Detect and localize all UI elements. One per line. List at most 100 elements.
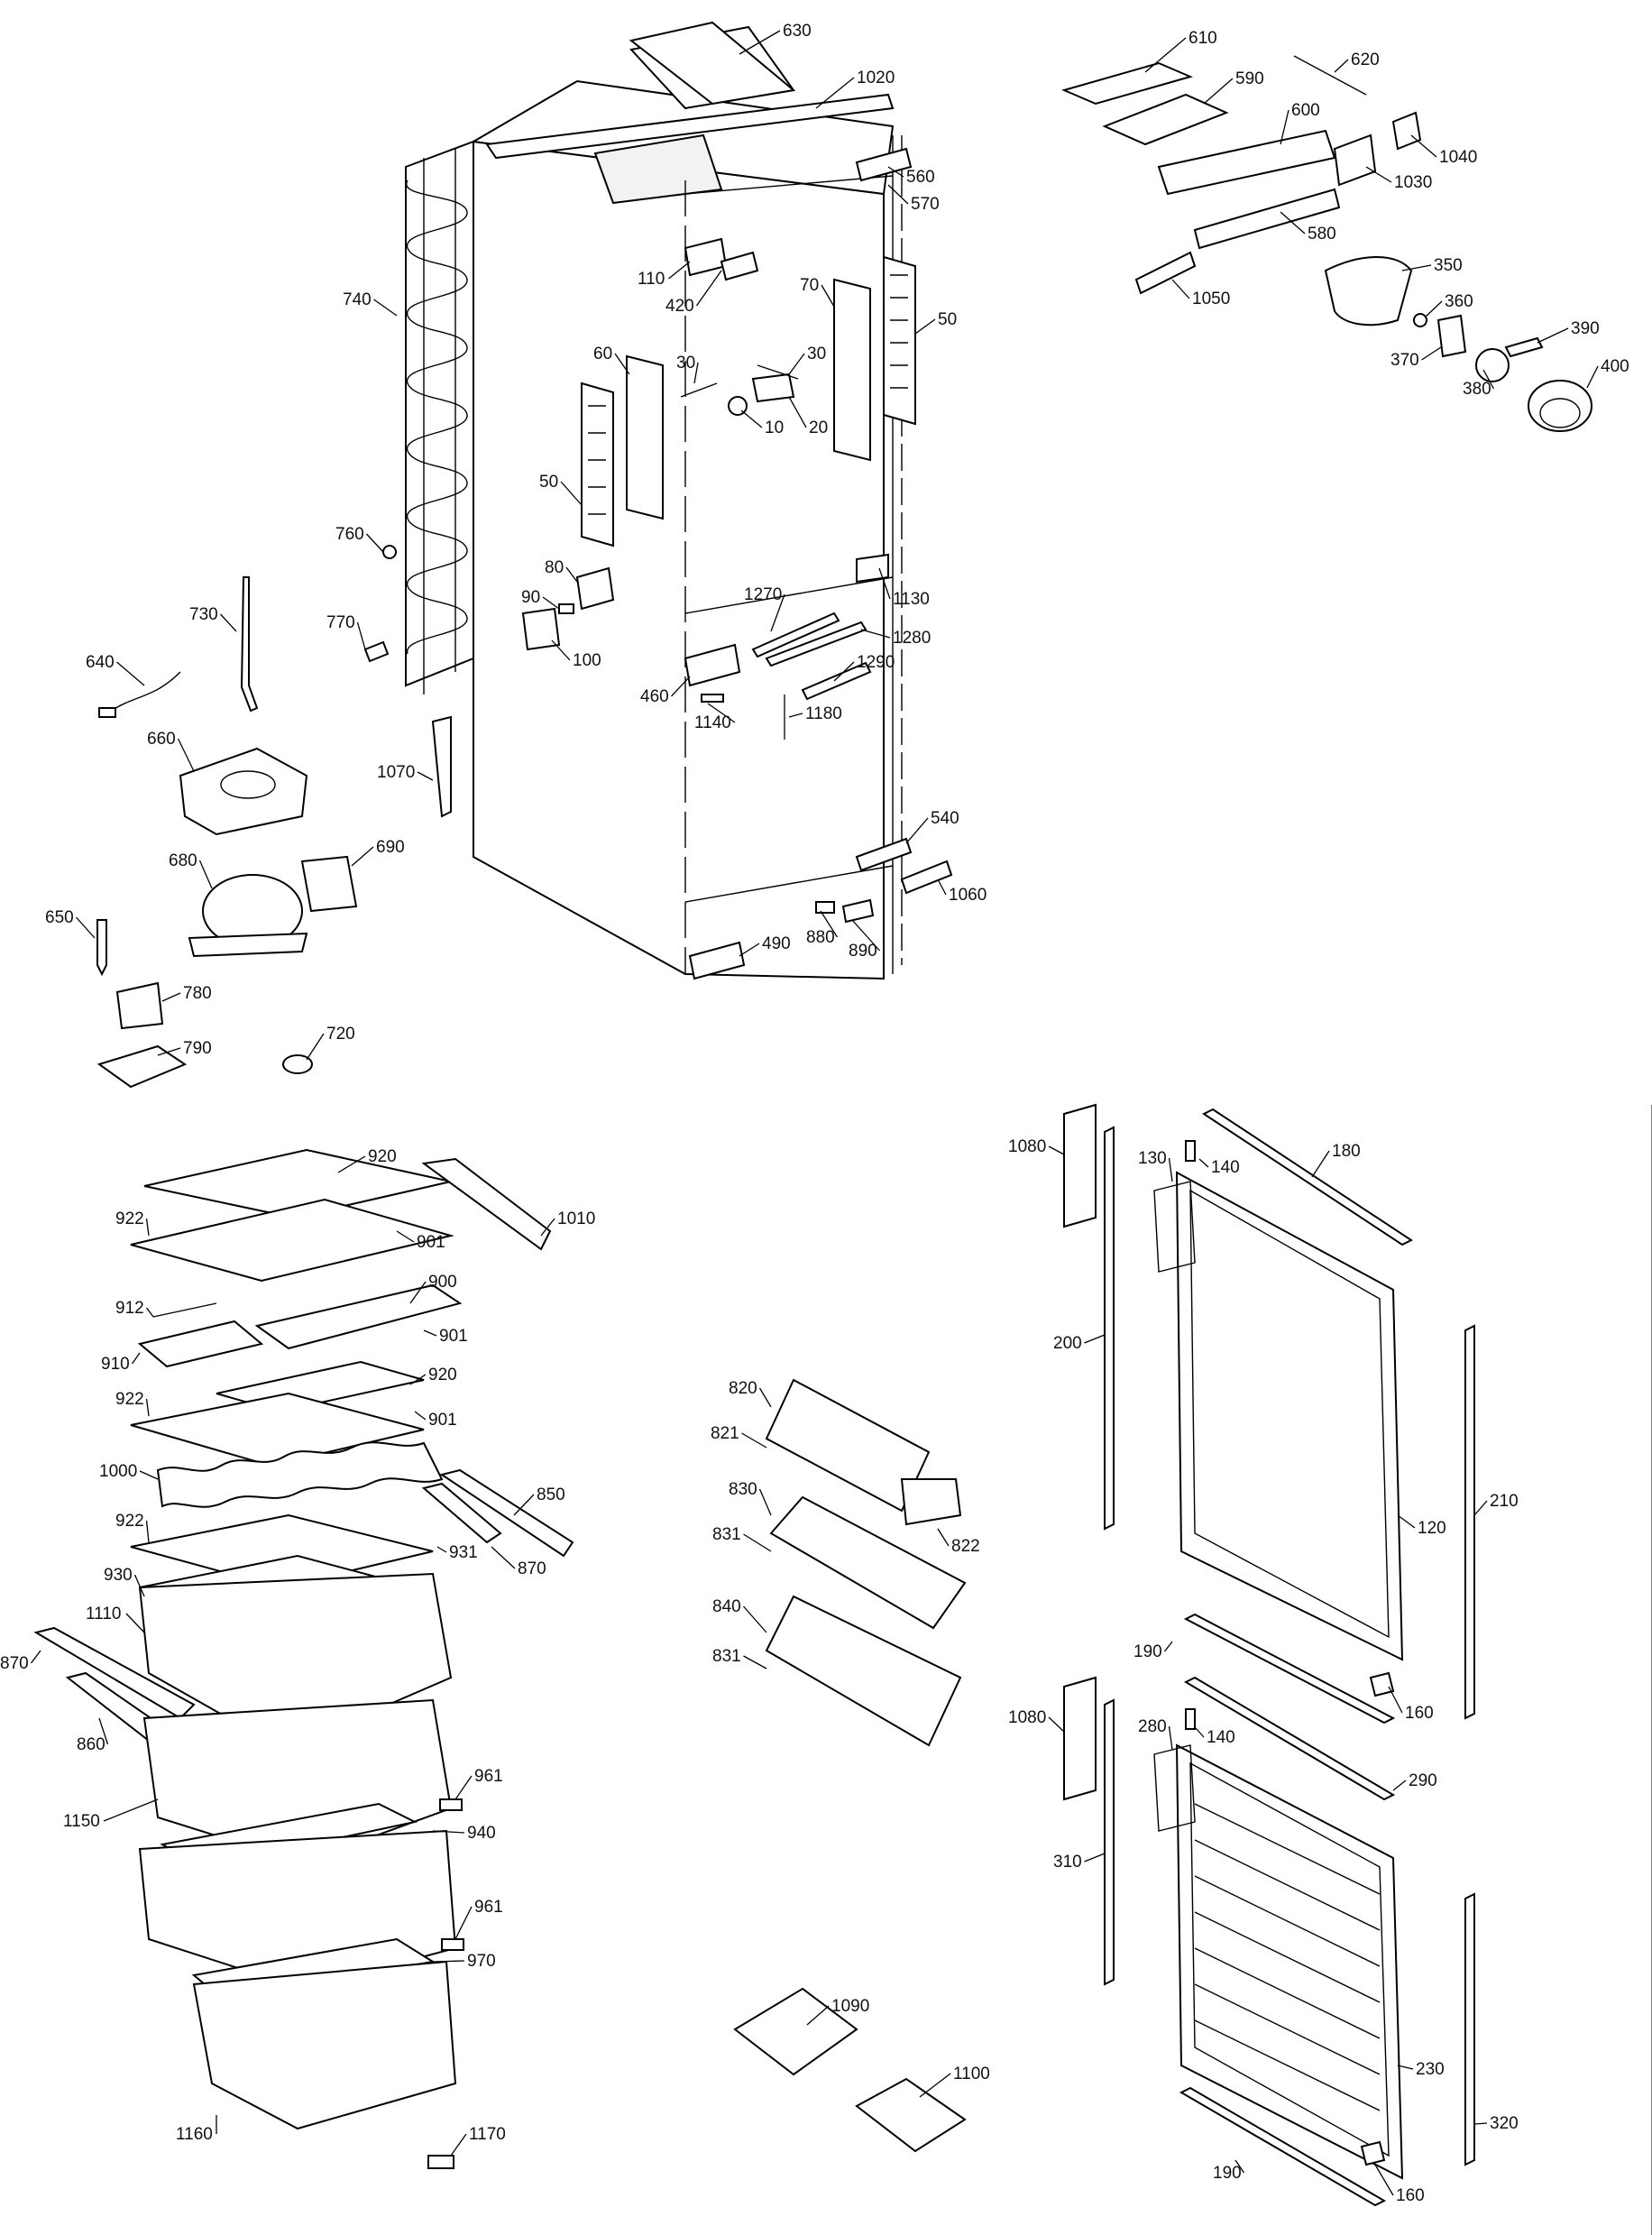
callout-leader-870-74 <box>30 1650 41 1664</box>
callout-leader-760-30 <box>366 533 384 553</box>
callout-label-1130-18: 1130 <box>893 590 930 609</box>
callout-label-920-56: 920 <box>368 1147 397 1166</box>
callout-leader-110-4 <box>668 261 691 280</box>
rail-1010 <box>421 1157 552 1251</box>
callout-leader-910-63 <box>131 1352 141 1365</box>
callout-label-961-79: 961 <box>474 1898 503 1917</box>
rail-1050 <box>1134 251 1197 295</box>
callout-leader-570-3 <box>887 184 909 205</box>
sensor-90 <box>558 603 574 614</box>
callout-label-160-100: 160 <box>1405 1704 1434 1723</box>
callout-leader-1290-20 <box>833 661 855 682</box>
fan-blade-380 <box>1475 348 1510 382</box>
callout-label-850-68: 850 <box>537 1485 565 1504</box>
callout-label-90-15: 90 <box>521 588 540 607</box>
callout-label-901-58: 901 <box>417 1233 445 1252</box>
callout-leader-1020-1 <box>815 77 855 109</box>
callout-leader-390-54 <box>1537 327 1569 344</box>
clip-1040 <box>1391 111 1422 151</box>
cover-1060 <box>900 860 953 895</box>
callout-leader-922-64 <box>145 1398 150 1417</box>
callout-leader-850-68 <box>513 1494 535 1516</box>
callout-leader-931-70 <box>436 1546 447 1553</box>
relay-690 <box>300 855 358 913</box>
callout-label-70-6: 70 <box>800 276 819 295</box>
callout-leader-380-53 <box>1482 369 1495 390</box>
callout-label-821-84: 821 <box>711 1424 739 1443</box>
callout-label-400-55: 400 <box>1601 357 1629 376</box>
callout-leader-961-79 <box>454 1906 473 1940</box>
door-bin-840 <box>765 1595 962 1747</box>
callout-leader-160-109 <box>1374 2164 1394 2196</box>
callout-leader-831-87 <box>743 1533 772 1552</box>
callout-label-840-88: 840 <box>712 1597 741 1616</box>
callout-label-290-104: 290 <box>1409 1771 1437 1790</box>
callout-leader-870-71 <box>491 1546 516 1569</box>
divider-light-1130 <box>856 553 889 584</box>
callout-leader-900-61 <box>409 1281 427 1304</box>
callout-label-100-16: 100 <box>573 651 601 670</box>
bottom-rail-190-upper <box>1183 1613 1396 1725</box>
callout-leader-890-28 <box>851 919 880 952</box>
light-panel-50-right <box>883 255 916 426</box>
sleeve-770 <box>363 640 390 663</box>
callout-leader-940-78 <box>432 1830 465 1834</box>
top-rail-1020 <box>485 93 895 160</box>
callout-leader-620-43 <box>1334 59 1349 73</box>
callout-leader-230-106 <box>1397 2065 1414 2070</box>
callout-label-690-37: 690 <box>376 838 405 857</box>
pcb-590 <box>1102 93 1229 146</box>
callout-label-822-85: 822 <box>951 1537 980 1556</box>
trim-912 <box>152 1302 217 1318</box>
part-890 <box>841 898 875 924</box>
callout-label-1270-17: 1270 <box>744 585 782 604</box>
callout-leader-880-27 <box>820 910 839 938</box>
door-strip-200 <box>1104 1126 1115 1531</box>
callout-label-650-38: 650 <box>45 908 74 927</box>
callout-label-10-11: 10 <box>765 418 784 437</box>
callout-leader-180-95 <box>1311 1150 1330 1178</box>
callout-label-60-8: 60 <box>593 345 612 363</box>
callout-label-610-42: 610 <box>1189 29 1217 48</box>
callout-label-1000-67: 1000 <box>99 1462 137 1481</box>
callout-leader-831-89 <box>743 1655 767 1669</box>
callout-label-760-30: 760 <box>335 525 364 544</box>
callout-label-870-74: 870 <box>0 1654 29 1673</box>
callout-label-940-78: 940 <box>467 1824 496 1843</box>
callout-leader-30-10 <box>788 353 805 375</box>
callout-leader-100-16 <box>551 639 571 661</box>
callout-label-931-70: 931 <box>449 1543 478 1562</box>
callout-label-730-33: 730 <box>189 605 218 624</box>
callout-label-1070-32: 1070 <box>377 763 415 782</box>
callout-label-880-27: 880 <box>806 928 835 947</box>
callout-leader-922-69 <box>145 1520 150 1543</box>
callout-leader-200-96 <box>1084 1334 1106 1344</box>
part-880 <box>815 901 835 914</box>
pad-961-b <box>441 1938 464 1951</box>
air-duct-350 <box>1324 256 1413 327</box>
nut-360 <box>1413 313 1427 327</box>
callout-label-280-102: 280 <box>1138 1717 1167 1736</box>
callout-leader-400-55 <box>1586 365 1599 389</box>
capacitor-650 <box>96 919 107 977</box>
callout-leader-920-56 <box>337 1155 366 1173</box>
callout-label-770-31: 770 <box>326 613 355 632</box>
callout-label-1090-90: 1090 <box>831 1997 869 2016</box>
tube-730 <box>240 576 259 713</box>
rail-870-left <box>33 1626 196 1720</box>
callout-label-1080-101: 1080 <box>1008 1708 1046 1727</box>
callout-leader-740-29 <box>373 299 398 317</box>
rail-1280 <box>765 621 867 667</box>
condenser-coil <box>405 140 474 694</box>
callout-leader-50-13 <box>560 481 583 506</box>
callout-label-930-72: 930 <box>104 1566 133 1585</box>
cabinet-body <box>470 25 903 980</box>
callout-label-820-83: 820 <box>729 1379 757 1398</box>
callout-label-390-54: 390 <box>1571 319 1600 338</box>
cover-610 <box>1061 61 1193 106</box>
callout-leader-120-97 <box>1397 1514 1416 1529</box>
callout-leader-822-85 <box>937 1528 950 1547</box>
screw-30a <box>680 382 718 398</box>
wavy-shelf-1000 <box>156 1441 444 1508</box>
